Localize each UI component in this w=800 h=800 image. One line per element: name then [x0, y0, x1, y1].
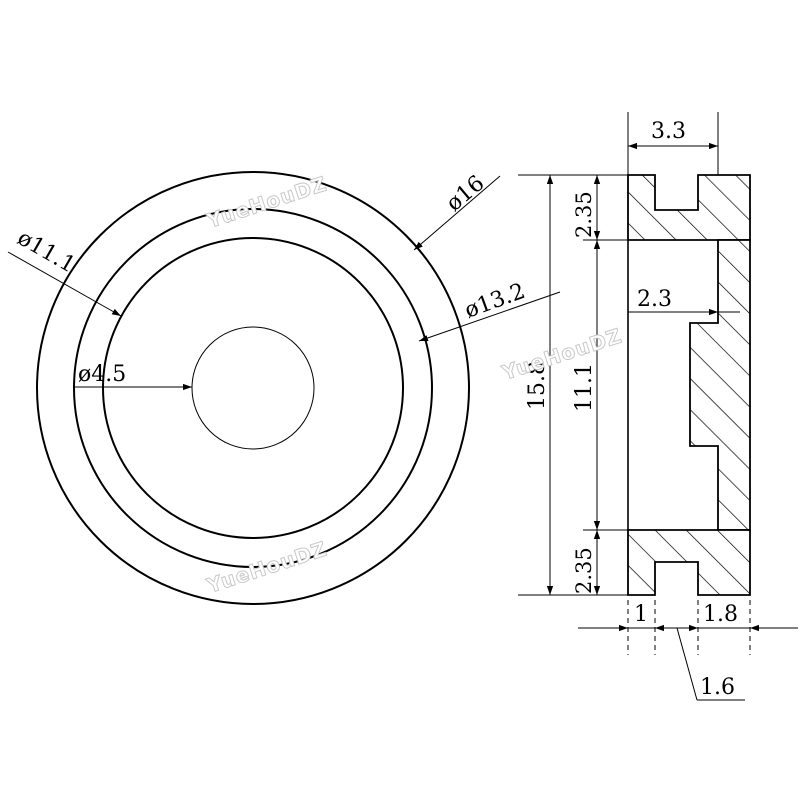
dim-inner-leader [7, 251, 122, 317]
section-view: 3.3 15.8 11.1 2.35 2.35 2.3 1 [518, 112, 798, 701]
section-bottom-flange [627, 529, 751, 596]
watermark: YueHouDZ [203, 536, 330, 598]
dim-groove-width-leader [676, 627, 698, 701]
dim-flange-bottom-label: 2.35 [572, 547, 596, 594]
dim-inner-height-label: 11.1 [572, 363, 597, 412]
dim-left-label: 1 [634, 602, 648, 627]
watermarks: YueHouDZ YueHouDZ YueHouDZ [203, 171, 626, 599]
dim-hole-label: ø4.5 [78, 362, 126, 387]
inner-circle [102, 237, 404, 539]
groove-circle [73, 208, 433, 568]
outer-circle [36, 171, 470, 605]
dim-height-total-label: 15.8 [525, 361, 550, 410]
dim-inner-label: ø11.1 [13, 226, 79, 279]
watermark: YueHouDZ [203, 171, 330, 233]
section-right-body [689, 239, 751, 531]
section-top-flange [627, 174, 751, 241]
dim-groove-leader [418, 291, 561, 342]
dim-right-label: 1.8 [703, 602, 738, 627]
dim-outer-label: ø16 [442, 171, 490, 217]
dim-groove-width-label: 1.6 [700, 675, 735, 700]
front-view: ø16 ø13.2 ø11.1 ø4.5 [7, 171, 561, 605]
hole-circle [191, 326, 315, 450]
dim-groove-label: ø13.2 [462, 279, 529, 324]
dim-step-label: 2.3 [637, 287, 672, 312]
dim-flange-top-label: 2.35 [572, 191, 596, 238]
dim-outer-leader [413, 175, 501, 251]
watermark: YueHouDZ [498, 323, 625, 385]
dim-top-width-label: 3.3 [651, 119, 686, 144]
